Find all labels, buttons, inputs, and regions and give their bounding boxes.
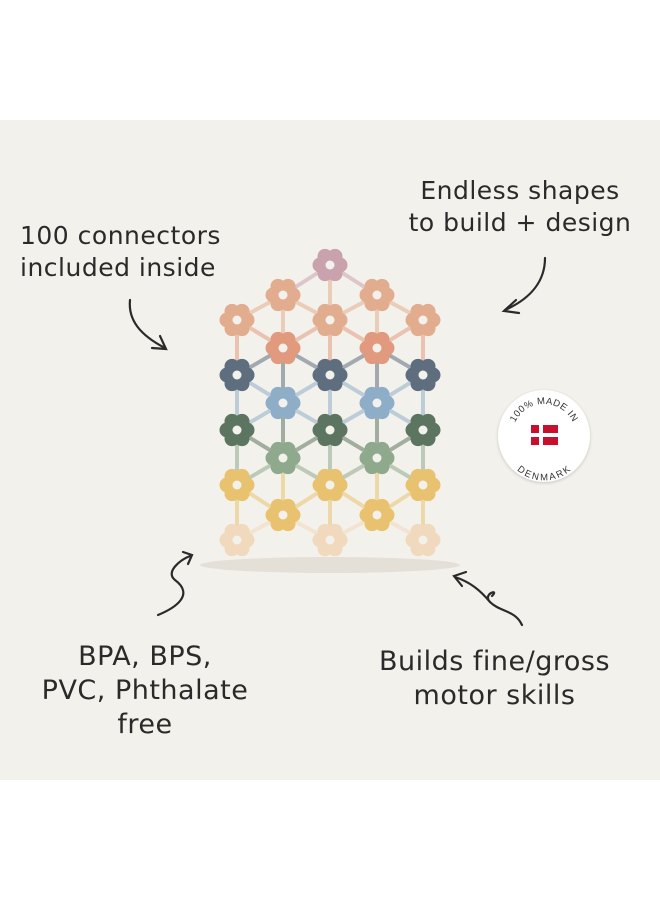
connector-hub-icon [312, 523, 348, 557]
hub-hole [232, 370, 242, 380]
callout-line: PVC, Phthalate [41, 675, 249, 706]
hub-hole [325, 315, 335, 325]
connector-hub-icon [265, 441, 301, 475]
connector-hub-icon [219, 303, 255, 337]
hub-hole [325, 425, 335, 435]
callout-line: Builds fine/gross [378, 646, 611, 677]
hub-hole [325, 535, 335, 545]
arrow-head [501, 298, 521, 315]
curved-arrow-icon [503, 256, 547, 312]
hub-hole [232, 425, 242, 435]
hub-hole [418, 370, 428, 380]
connector-hub-icon [359, 498, 395, 532]
hub-hole [372, 453, 382, 463]
connector-hub-icon [265, 278, 301, 312]
hub-hole [372, 510, 382, 520]
callout-connectors-included: 100 connectors included inside [20, 220, 221, 284]
connector-hub-icon [265, 386, 301, 420]
hub-hole [325, 480, 335, 490]
hub-hole [278, 343, 288, 353]
lattice-shadow [200, 557, 460, 573]
hub-hole [418, 315, 428, 325]
badge-graphic: 100% MADE IN DENMARK [508, 396, 580, 482]
callout-motor-skills: Builds fine/gross motor skills [362, 645, 627, 713]
badge-bottom-text: DENMARK [515, 464, 573, 482]
connector-hub-icon [359, 386, 395, 420]
hub-hole [278, 398, 288, 408]
connector-hub-icon [312, 358, 348, 392]
hub-hole [278, 510, 288, 520]
hub-hole [418, 535, 428, 545]
connector-hub-icon [219, 523, 255, 557]
callout-line: free [117, 709, 173, 740]
connector-lattice-illustration [200, 248, 460, 573]
connector-hub-icon [219, 468, 255, 502]
connector-hub-icon [405, 468, 441, 502]
connector-hub-icon [312, 303, 348, 337]
callout-line: Endless shapes [420, 176, 620, 205]
hub-hole [372, 398, 382, 408]
svg-text:100% MADE IN: 100% MADE IN [508, 396, 580, 424]
hub-hole [232, 535, 242, 545]
hub-hole [325, 260, 335, 270]
hub-hole [418, 425, 428, 435]
callout-line: included inside [20, 253, 216, 282]
connector-hub-icon [265, 498, 301, 532]
curved-arrow-icon [128, 298, 167, 350]
arrow-head [150, 334, 168, 351]
svg-text:DENMARK: DENMARK [515, 464, 573, 482]
callout-line: BPA, BPS, [78, 641, 212, 672]
connector-hub-icon [405, 413, 441, 447]
arrow-head [181, 550, 194, 566]
curved-arrow-icon [156, 554, 192, 617]
hub-hole [232, 315, 242, 325]
curved-arrow-icon [453, 575, 524, 627]
connector-hub-icon [359, 441, 395, 475]
callout-line: 100 connectors [20, 221, 221, 250]
hub-hole [232, 480, 242, 490]
arrows-layer [128, 256, 547, 627]
connector-hub-icon [312, 413, 348, 447]
connector-hub-icon [312, 468, 348, 502]
callout-line: to build + design [408, 208, 632, 237]
connector-hub-icon [265, 331, 301, 365]
hub-hole [372, 343, 382, 353]
danish-flag-icon [531, 425, 558, 445]
hub-hole [372, 290, 382, 300]
hub-hole [418, 480, 428, 490]
connector-hub-icon [359, 331, 395, 365]
connector-hub-icon [405, 523, 441, 557]
connector-hub-icon [405, 358, 441, 392]
callout-line: motor skills [413, 680, 576, 711]
connector-hub-icon [312, 248, 348, 282]
connector-hub-icon [219, 358, 255, 392]
connector-hub-icon [359, 278, 395, 312]
callout-endless-shapes: Endless shapes to build + design [395, 175, 645, 239]
badge-top-text: 100% MADE IN [508, 396, 580, 424]
connector-hub-icon [219, 413, 255, 447]
callout-bpa-free: BPA, BPS, PVC, Phthalate free [40, 640, 250, 742]
hub-hole [278, 290, 288, 300]
made-in-denmark-badge: 100% MADE IN DENMARK [498, 390, 590, 482]
hub-hole [325, 370, 335, 380]
hub-hole [278, 453, 288, 463]
product-panel: 100 connectors included inside Endless s… [0, 120, 660, 780]
connector-hub-icon [405, 303, 441, 337]
arrow-head [452, 570, 468, 588]
